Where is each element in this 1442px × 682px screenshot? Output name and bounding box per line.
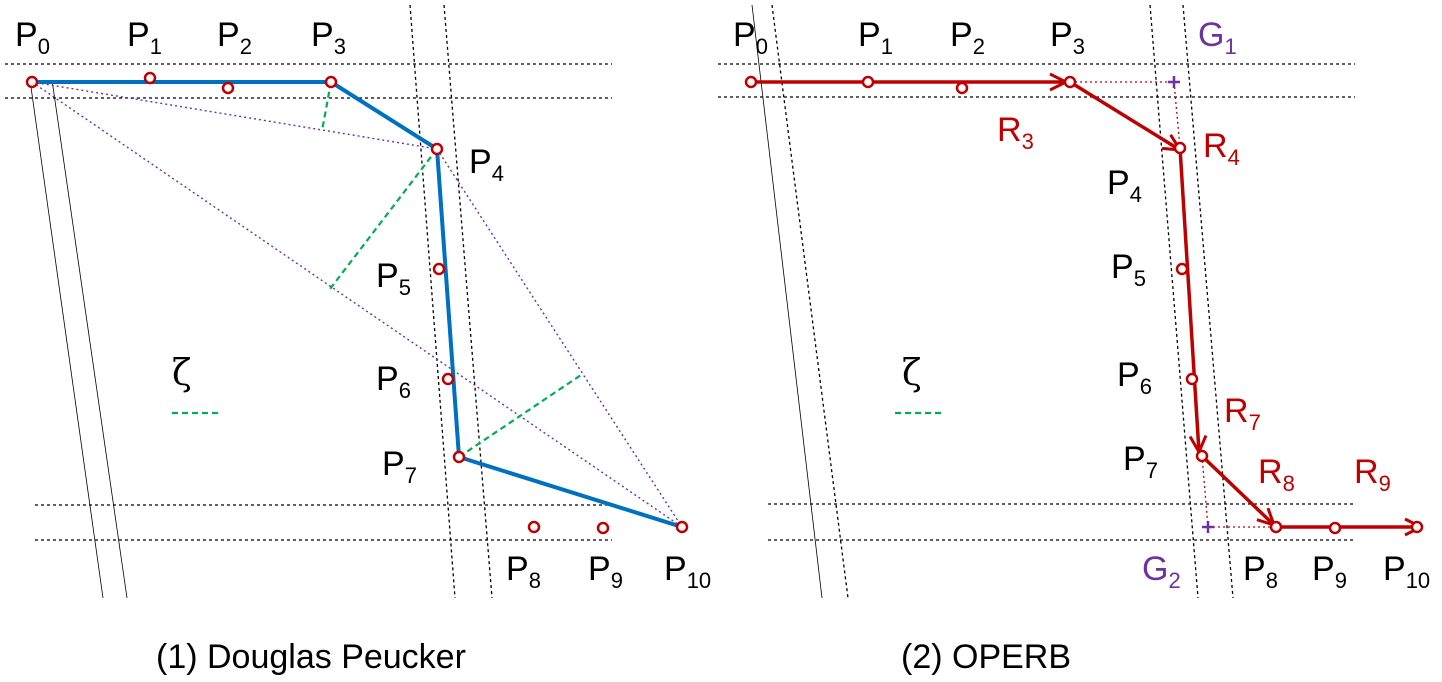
distance-p3 <box>320 81 333 132</box>
band-line <box>771 4 849 599</box>
point-p7 <box>452 450 466 464</box>
point-p3 <box>1063 75 1077 89</box>
panel-douglas-peucker: ζ P0 P1 P2 P3 P4 P5 P6 P7 P8 P9 P10 (1) … <box>5 4 711 676</box>
point-p1 <box>861 75 875 89</box>
point-p4 <box>430 142 444 156</box>
segment-p7-p8 <box>1200 454 1274 525</box>
segment-p3-p4 <box>1069 80 1180 150</box>
label-p4: P4 <box>1107 164 1142 207</box>
label-p9: P9 <box>1312 550 1347 593</box>
point-p6 <box>1185 372 1199 386</box>
dp-polyline <box>32 80 683 529</box>
point-p0 <box>744 75 758 89</box>
label-p7: P7 <box>382 445 417 488</box>
label-p7: P7 <box>1123 440 1158 483</box>
guide-point-g1 <box>1168 76 1180 88</box>
guide-point-g2 <box>1202 521 1214 533</box>
panel-operb: ζ P0 P1 P2 P3 P4 P5 P6 P7 P8 P9 P10 R3 R… <box>718 4 1430 676</box>
point-p10 <box>1410 520 1424 534</box>
point-p1 <box>143 71 157 85</box>
label-r4: R4 <box>1203 127 1240 170</box>
label-p3: P3 <box>1050 16 1085 59</box>
caption-operb: (2) OPERB <box>901 638 1071 676</box>
label-r7: R7 <box>1224 392 1261 435</box>
point-p8 <box>1269 520 1283 534</box>
label-p9: P9 <box>588 550 623 593</box>
band-line <box>29 79 104 599</box>
point-p10 <box>675 520 689 534</box>
label-r3: R3 <box>997 111 1034 154</box>
label-p0: P0 <box>733 16 768 59</box>
guide-line-g1 <box>1173 81 1181 149</box>
label-p10: P10 <box>1383 550 1430 593</box>
label-p2: P2 <box>950 16 985 59</box>
label-p0: P0 <box>15 16 50 59</box>
label-p1: P1 <box>858 16 893 59</box>
label-g2: G2 <box>1142 550 1181 593</box>
label-r8: R8 <box>1258 453 1295 496</box>
label-p6: P6 <box>376 360 411 403</box>
point-p6 <box>441 372 455 386</box>
point-p9 <box>1328 521 1342 535</box>
label-p8: P8 <box>1243 550 1278 593</box>
chord-p4-p10 <box>436 148 683 528</box>
label-p2: P2 <box>217 16 252 59</box>
chord-p0-p4 <box>31 81 438 150</box>
caption-douglas-peucker: (1) Douglas Peucker <box>156 638 466 676</box>
band-line <box>51 79 128 599</box>
guide-line-g2 <box>1201 455 1209 528</box>
chord-p0-p10 <box>31 81 683 528</box>
label-p3: P3 <box>311 16 346 59</box>
point-p3 <box>324 75 338 89</box>
label-p4: P4 <box>469 143 504 186</box>
directed-line-r4 <box>1178 147 1199 452</box>
zeta-symbol: ζ <box>902 353 922 394</box>
point-p8 <box>527 520 541 534</box>
label-p1: P1 <box>127 16 162 59</box>
point-p4 <box>1173 141 1187 155</box>
distance-p7 <box>458 374 582 458</box>
label-p5: P5 <box>1111 248 1146 291</box>
zeta-symbol: ζ <box>172 353 192 394</box>
band-line <box>443 4 493 599</box>
point-p9 <box>596 521 610 535</box>
point-p5 <box>432 262 446 276</box>
point-p2 <box>221 81 235 95</box>
point-p5 <box>1175 262 1189 276</box>
label-r9: R9 <box>1354 453 1391 496</box>
label-g1: G1 <box>1198 16 1237 59</box>
label-p10: P10 <box>664 550 711 593</box>
point-p7 <box>1195 449 1209 463</box>
point-p0 <box>25 75 39 89</box>
label-p6: P6 <box>1117 356 1152 399</box>
point-p2 <box>955 81 969 95</box>
label-p5: P5 <box>376 257 411 300</box>
band-line <box>751 4 823 599</box>
label-p8: P8 <box>506 550 541 593</box>
